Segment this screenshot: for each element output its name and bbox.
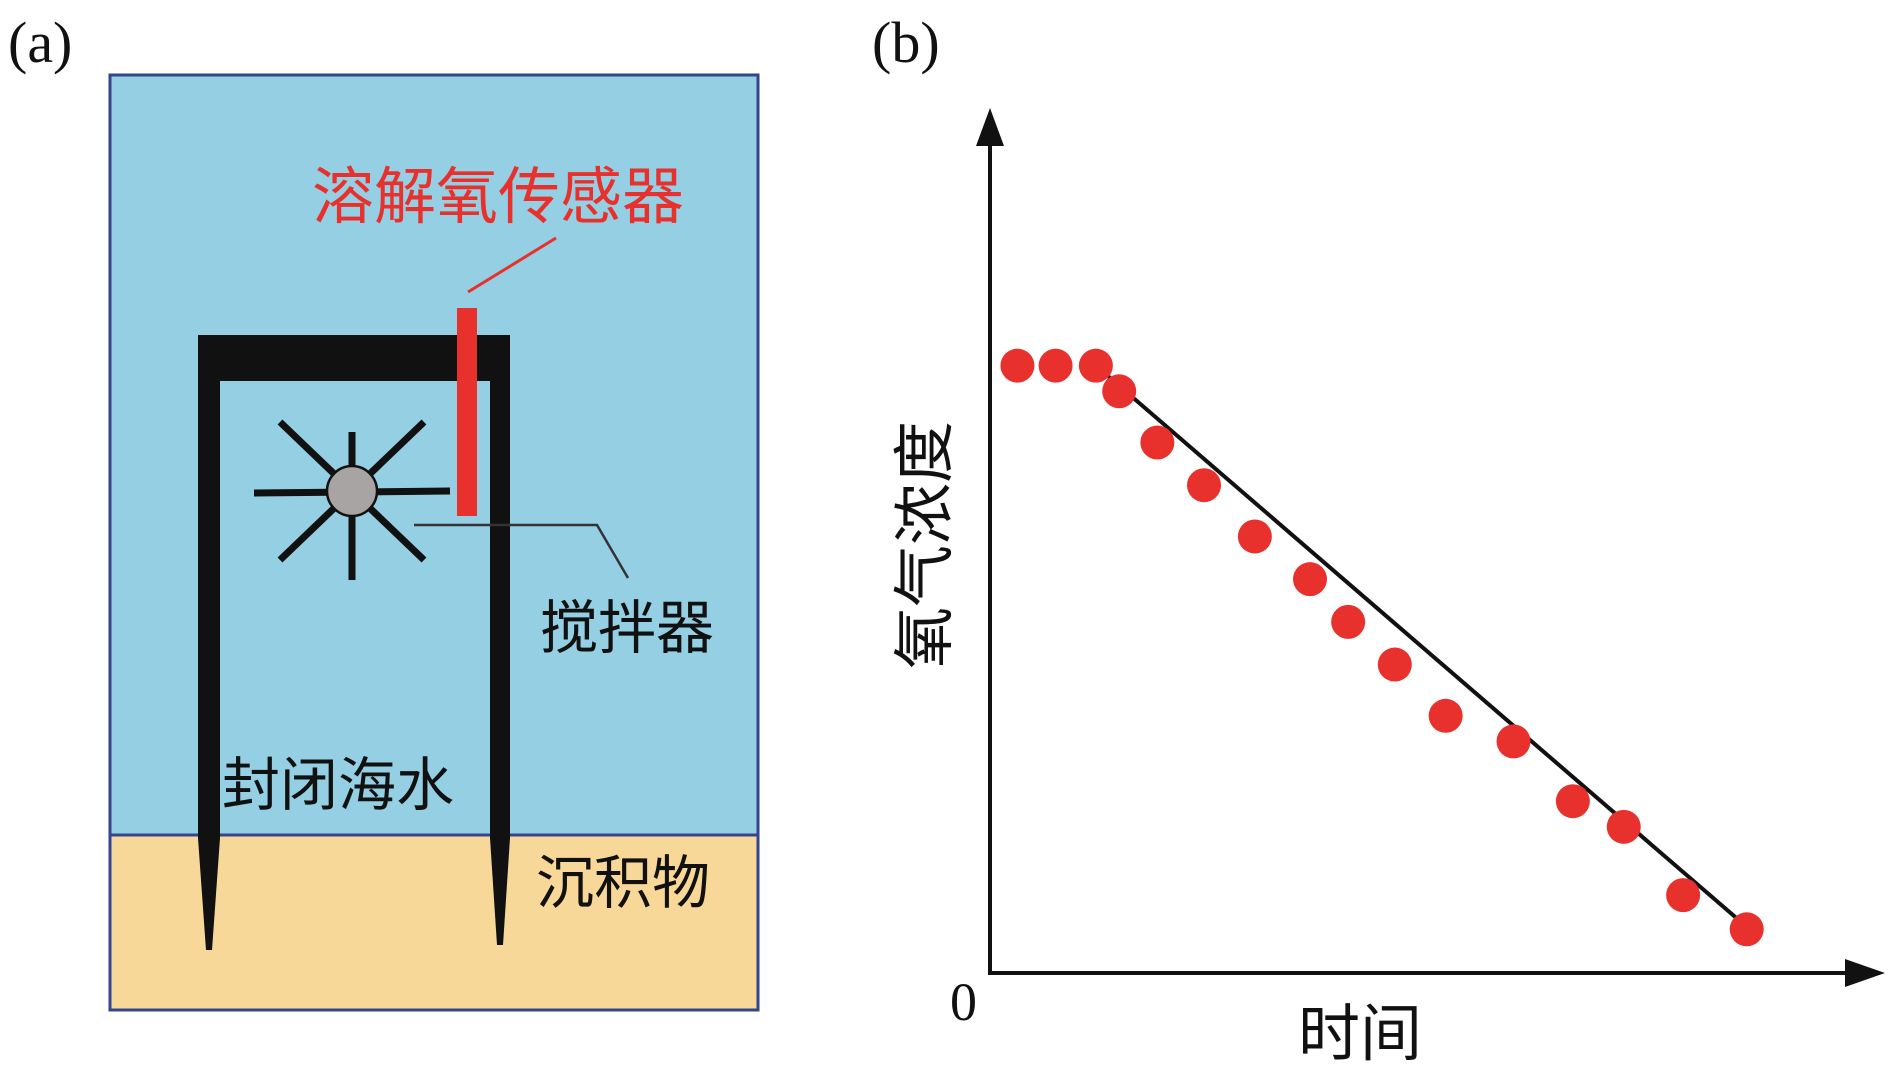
data-point xyxy=(1555,784,1590,819)
data-point xyxy=(1187,468,1221,503)
sediment-label: 沉积物 xyxy=(536,849,710,917)
data-point xyxy=(1293,562,1327,597)
panel-a-label: (a) xyxy=(8,10,72,75)
data-point xyxy=(1237,519,1272,554)
panel-b-label: (b) xyxy=(872,10,940,75)
data-point xyxy=(1102,374,1137,409)
trend-line xyxy=(1094,364,1761,940)
y-axis-arrow xyxy=(976,108,1004,146)
panel-b: (b) 0 时间 氧气浓度 xyxy=(872,10,1885,1070)
stirrer-hub xyxy=(325,464,379,518)
data-point xyxy=(1331,604,1366,639)
tank-outline xyxy=(108,73,760,1012)
stirrer-leader-line xyxy=(414,523,630,579)
data-point xyxy=(1496,724,1531,759)
chamber-right-leg xyxy=(490,381,510,945)
data-point xyxy=(1428,698,1463,733)
data-point xyxy=(1606,809,1641,844)
data-point xyxy=(1377,647,1412,682)
seawater-label: 封闭海水 xyxy=(222,751,454,819)
panel-a: (a) 溶解氧传感器 搅拌器 封闭海水 沉积物 xyxy=(8,10,760,1012)
x-axis-arrow xyxy=(1845,959,1885,987)
data-point xyxy=(1140,425,1175,460)
chamber-left-leg xyxy=(198,381,220,950)
y-axis-label: 氧气浓度 xyxy=(888,421,961,669)
data-point xyxy=(1078,348,1113,383)
plot-marks xyxy=(1000,348,1764,947)
stirrer-label: 搅拌器 xyxy=(540,594,714,662)
sensor-label: 溶解氧传感器 xyxy=(312,160,684,233)
sensor-leader-line xyxy=(467,236,557,294)
data-point xyxy=(1666,878,1701,913)
data-point xyxy=(1000,348,1035,383)
oxygen-sensor xyxy=(457,308,477,516)
data-point xyxy=(1038,348,1073,383)
x-axis-label: 时间 xyxy=(1298,997,1422,1070)
origin-label: 0 xyxy=(950,972,977,1032)
stirrer xyxy=(253,419,451,580)
data-point xyxy=(1729,912,1764,947)
